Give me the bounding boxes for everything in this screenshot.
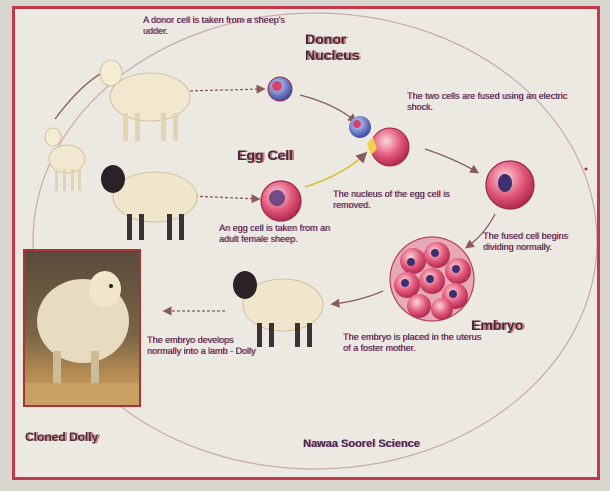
donor-nucleus-cell [268, 77, 292, 101]
arrow-donor-sheep-to-nucleus [185, 89, 263, 91]
label-fused-divides: The fused cell begins dividing normally. [483, 231, 583, 253]
label-nucleus-removed: The nucleus of the egg cell is removed. [333, 189, 453, 211]
decorative-dot [585, 168, 588, 171]
label-donor-cell: A donor cell is taken from a sheep's udd… [143, 15, 303, 37]
arrow-embryo-to-foster [333, 291, 383, 304]
label-cloned-dolly: Cloned Dolly [25, 429, 145, 445]
fused-cells [349, 116, 409, 166]
label-embryo: Embryo [471, 317, 551, 333]
arrow-fusion-to-divide [425, 149, 477, 172]
label-embryo-placed: The embryo is placed in the uterus of a … [343, 332, 483, 354]
label-embryo-develops: The embryo develops normally into a lamb… [147, 335, 257, 357]
dolly-sheep-image [25, 251, 139, 405]
lamb-illustration [45, 128, 85, 191]
donor-sheep-illustration [100, 60, 190, 141]
label-donor-nucleus: Donor Nucleus [305, 31, 385, 63]
cloned-dolly-photo [23, 249, 141, 407]
egg-donor-sheep-illustration [101, 165, 197, 240]
label-egg-cell: Egg Cell [237, 147, 327, 163]
arrow-egg-sheep-to-egg [190, 196, 258, 199]
label-fused: The two cells are fused using an electri… [407, 91, 577, 113]
diagram-frame: A donor cell is taken from a sheep's udd… [12, 6, 600, 480]
label-source: Nawaa Soorel Science [303, 439, 483, 450]
arrow-nucleus-to-fusion [300, 95, 355, 121]
dividing-cell [486, 161, 534, 209]
embryo-cluster [390, 237, 474, 321]
label-egg-taken: An egg cell is taken from an adult femal… [219, 223, 337, 245]
egg-cell [261, 181, 301, 221]
